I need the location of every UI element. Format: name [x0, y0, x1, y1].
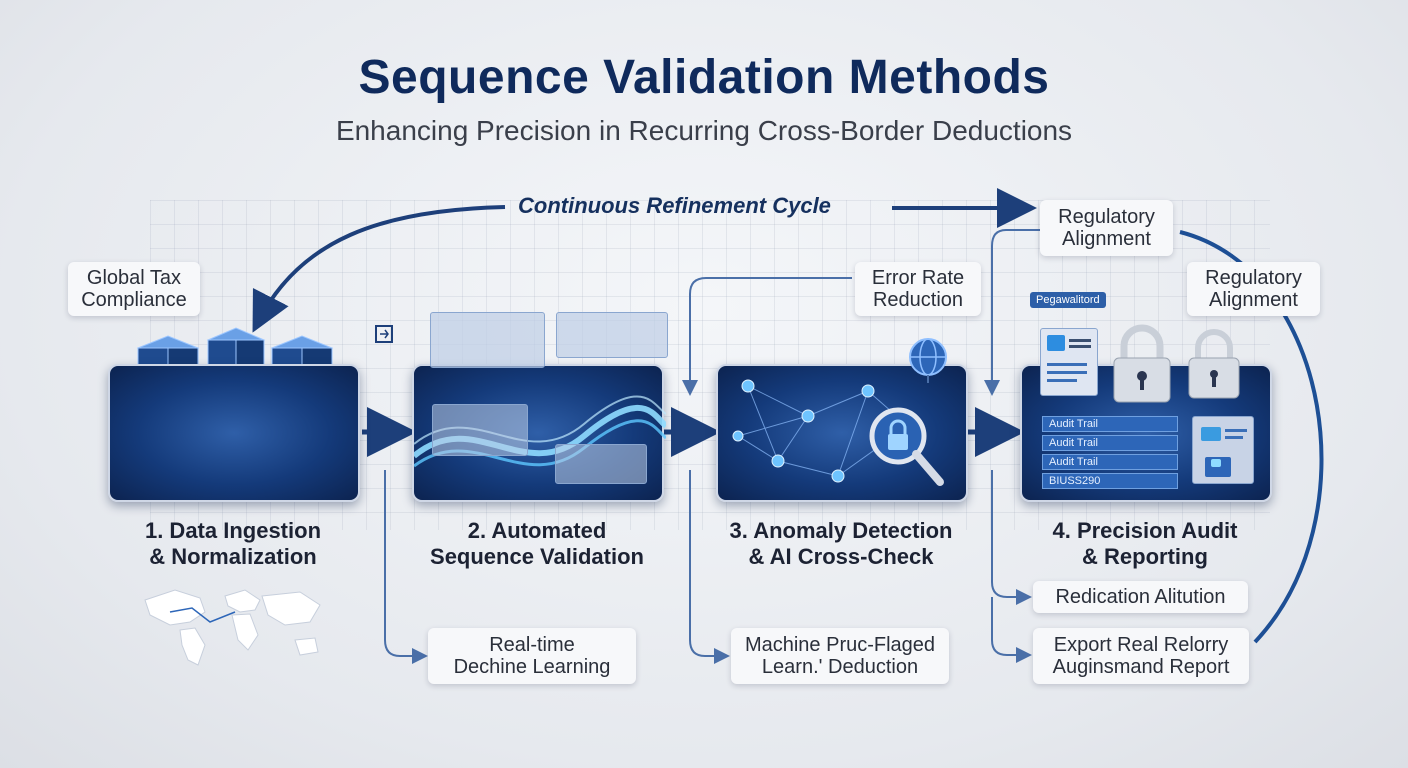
outer-cycle-arc	[1179, 230, 1324, 644]
stage-1-panel	[108, 364, 360, 502]
connector-redication	[991, 470, 1032, 605]
callout-redication: Redication Alitution	[1033, 581, 1248, 613]
connector-realtime	[384, 470, 428, 664]
stage-3-panel	[716, 364, 968, 502]
page-subtitle: Enhancing Precision in Recurring Cross-B…	[335, 115, 1073, 146]
audit-trail-item: Audit Trail	[1042, 416, 1178, 432]
callout-realtime: Real-time Dechine Learning	[428, 628, 636, 684]
data-sheet-icon	[432, 404, 528, 456]
connector-export	[991, 597, 1032, 663]
magnifier-lock-icon	[869, 407, 944, 486]
neural-network-graphic	[732, 379, 944, 486]
stage-3-label: 3. Anomaly Detection & AI Cross-Check	[729, 518, 953, 569]
data-sheet-icon	[556, 312, 668, 358]
cycle-label: Continuous Refinement Cycle	[518, 193, 831, 218]
connector-regulatory	[984, 229, 1040, 396]
secure-document-icon	[1192, 416, 1254, 484]
callout-error-rate: Error Rate Reduction	[855, 262, 981, 316]
document-icon	[1040, 328, 1098, 396]
callout-global-tax: Global Tax Compliance	[68, 262, 200, 316]
callout-regulatory-top: Regulatory Alignment	[1040, 200, 1173, 256]
callout-export: Export Real Relorry Auginsmand Report	[1033, 628, 1249, 684]
connector-machine	[689, 470, 730, 664]
data-sheet-icon	[555, 444, 647, 484]
audit-trail-item: Audit Trail	[1042, 435, 1178, 451]
expand-icon	[375, 325, 393, 343]
audit-trail-list: Audit Trail Audit Trail Audit Trail BIUS…	[1042, 416, 1178, 492]
cycle-return-arrow	[252, 205, 506, 333]
stage-4-label: 4. Precision Audit & Reporting	[1052, 518, 1238, 569]
audit-trail-item: Audit Trail	[1042, 454, 1178, 470]
data-sheet-icon	[430, 312, 545, 368]
padlock-icon	[1113, 324, 1171, 403]
page-title: Sequence Validation Methods	[358, 51, 1050, 104]
callout-regulatory-right: Regulatory Alignment	[1187, 262, 1320, 316]
padlock-icons	[1113, 324, 1240, 403]
connector-error-rate	[682, 277, 852, 396]
audit-trail-item: BIUSS290	[1042, 473, 1178, 489]
stage-2-label: 2. Automated Sequence Validation	[430, 518, 644, 569]
stage-1-label: 1. Data Ingestion & Normalization	[144, 518, 322, 569]
world-map-icon	[144, 589, 321, 666]
callout-machine: Machine Pruc-Flaged Learn.' Deduction	[731, 628, 949, 684]
padlock-icon	[1188, 329, 1240, 399]
globe-icon	[909, 338, 947, 383]
document-tag: Pegawalitord	[1030, 292, 1106, 308]
